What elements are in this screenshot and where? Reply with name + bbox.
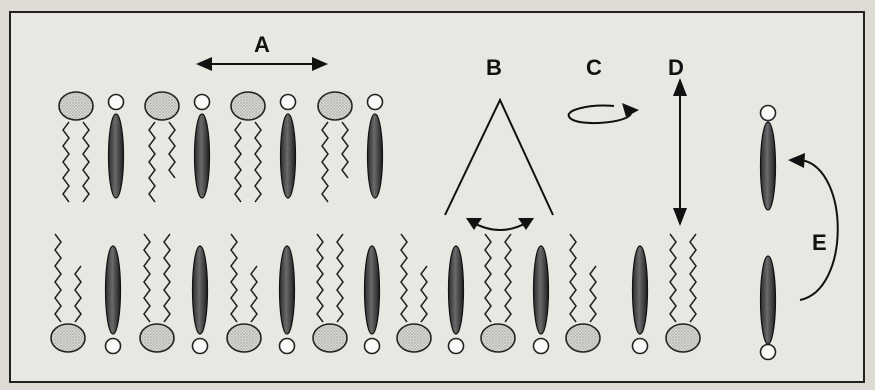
phospholipid-head (313, 324, 347, 352)
phospholipid-head (227, 324, 261, 352)
phospholipid-head (231, 92, 265, 120)
cholesterol-body (280, 246, 295, 334)
cholesterol-body (368, 114, 383, 198)
cholesterol-body (106, 246, 121, 334)
phospholipid-head (59, 92, 93, 120)
cholesterol-body (365, 246, 380, 334)
label-d: D (668, 55, 684, 80)
cholesterol-head (534, 339, 549, 354)
cholesterol-body (761, 122, 776, 210)
cholesterol-head (761, 106, 776, 121)
cholesterol-head (449, 339, 464, 354)
phospholipid-head (140, 324, 174, 352)
cholesterol-head (109, 95, 124, 110)
cholesterol-body (109, 114, 124, 198)
label-a: A (254, 32, 270, 57)
phospholipid-head (666, 324, 700, 352)
cholesterol-body (534, 246, 549, 334)
phospholipid-head (51, 324, 85, 352)
cholesterol-body (193, 246, 208, 334)
phospholipid-head (481, 324, 515, 352)
phospholipid-head (397, 324, 431, 352)
cholesterol-body (633, 246, 648, 334)
cholesterol-head (761, 345, 776, 360)
cholesterol-head (633, 339, 648, 354)
label-b: B (486, 55, 502, 80)
cholesterol-body (449, 246, 464, 334)
cholesterol-body (761, 256, 776, 344)
cholesterol-head (365, 339, 380, 354)
cholesterol-body (281, 114, 296, 198)
cholesterol-head (280, 339, 295, 354)
cholesterol-head (281, 95, 296, 110)
phospholipid-head (318, 92, 352, 120)
diagram-frame (10, 12, 864, 382)
cholesterol-head (368, 95, 383, 110)
phospholipid-head (145, 92, 179, 120)
cholesterol-body (195, 114, 210, 198)
cholesterol-head (106, 339, 121, 354)
label-c: C (586, 55, 602, 80)
cholesterol-head (195, 95, 210, 110)
cholesterol-head (193, 339, 208, 354)
phospholipid-head (566, 324, 600, 352)
label-e: E (812, 230, 827, 255)
